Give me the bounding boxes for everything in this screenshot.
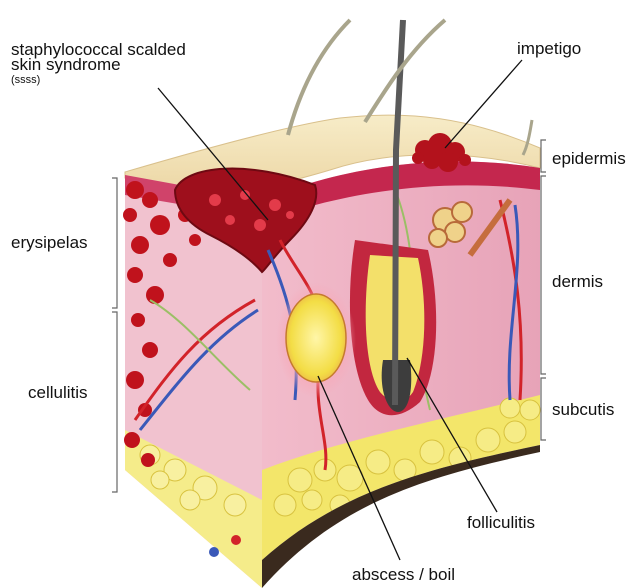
label-subcutis: subcutis — [552, 401, 614, 418]
subcutis-bracket — [541, 378, 546, 440]
erysipelas-bracket — [112, 178, 117, 308]
epidermis-bracket — [541, 140, 546, 172]
abscess-boil — [286, 294, 346, 382]
label-folliculitis: folliculitis — [467, 514, 535, 531]
label-dermis: dermis — [552, 273, 603, 290]
artery-cross-section — [231, 535, 241, 545]
label-cellulitis: cellulitis — [28, 384, 88, 401]
label-ssss-line3: (ssss) — [11, 74, 40, 86]
vein-cross-section — [209, 547, 219, 557]
label-impetigo: impetigo — [517, 40, 581, 57]
label-ssss-line2: skin syndrome — [11, 56, 121, 73]
label-epidermis: epidermis — [552, 150, 626, 167]
cellulitis-bracket — [112, 312, 117, 492]
label-abscess-boil: abscess / boil — [352, 566, 455, 583]
dermis-bracket — [541, 176, 546, 374]
label-erysipelas: erysipelas — [11, 234, 88, 251]
